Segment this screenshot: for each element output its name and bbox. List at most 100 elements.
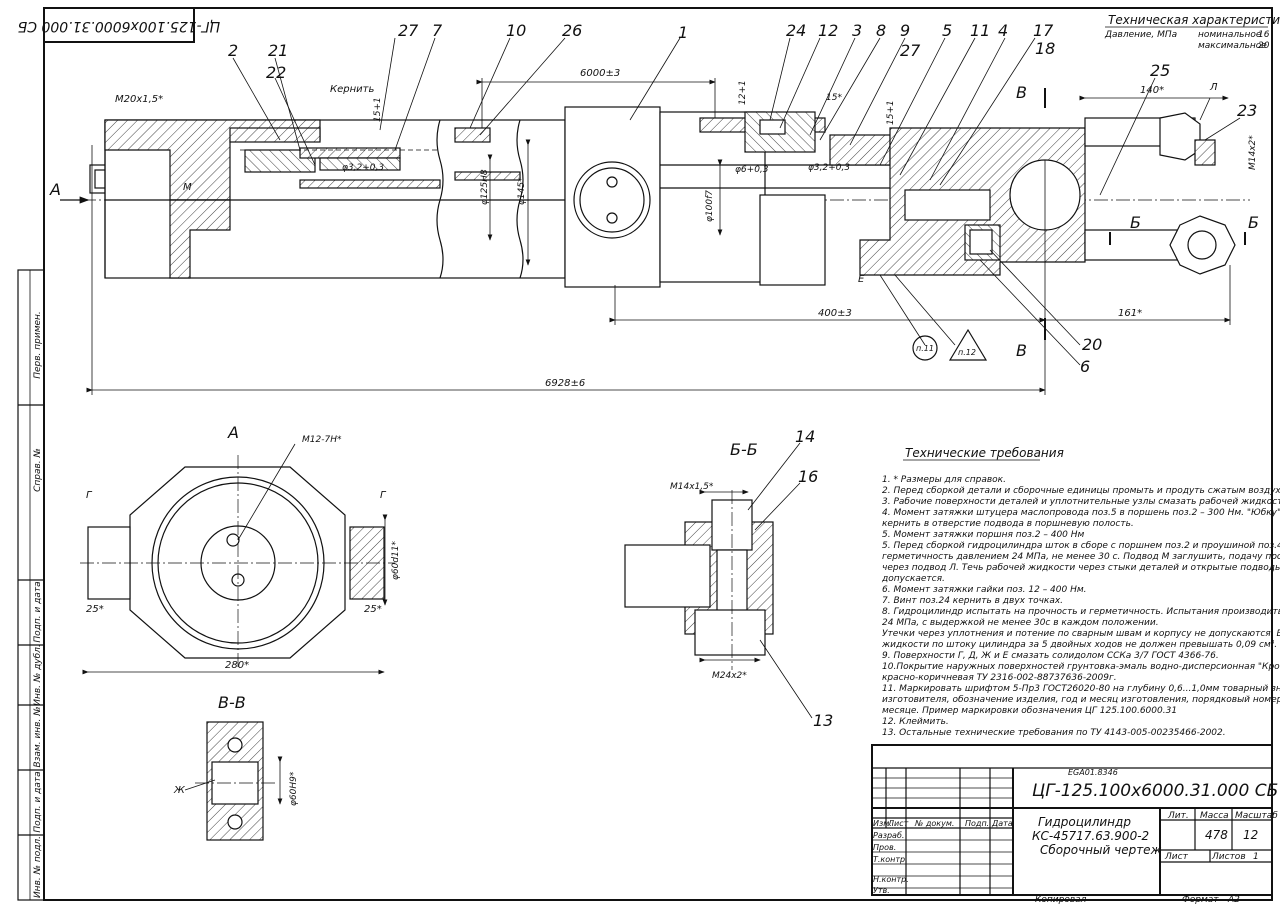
callout-25: 25	[1150, 61, 1170, 80]
dim-m14-main: М14х2*	[1248, 135, 1258, 170]
view-a-d60: φ60d11*	[391, 540, 401, 580]
callout-22: 22	[266, 63, 286, 82]
req-line: через подвод Л. Течь рабочей жидкости че…	[882, 563, 1280, 573]
label-m: М	[183, 182, 192, 193]
callout-4: 4	[998, 21, 1008, 40]
row-tkontr: Т.контр.	[873, 855, 908, 864]
hdr-list: Лист	[887, 819, 909, 828]
req-line: месяце. Пример маркировки обозначения ЦГ…	[882, 706, 1177, 716]
view-a-title: А	[227, 423, 239, 442]
tech-char-nominal-value: 16	[1258, 30, 1270, 40]
callout-3: 3	[852, 21, 862, 40]
callout-27b: 27	[900, 41, 921, 60]
mass-value: 478	[1205, 828, 1228, 842]
title-designation: ЦГ-125.100х6000.31.000 СБ	[1032, 781, 1278, 801]
req-line: 24 МПа, с выдержкой не менее 30с в каждо…	[882, 618, 1159, 628]
req-line: 13. Остальные технические требования по …	[882, 728, 1226, 738]
view-vv-title: В-В	[218, 693, 246, 712]
dim-125: φ125Н8	[480, 169, 490, 205]
callout-2: 2	[228, 41, 238, 60]
req-line: кернить в отверстие подвода в поршневую …	[882, 519, 1134, 529]
callout-7: 7	[432, 21, 443, 40]
dim-6: φ6+0,3	[735, 165, 769, 175]
dim-145: φ145*	[517, 177, 527, 205]
tech-char-label: Давление, МПа	[1104, 30, 1177, 40]
requirements-lines: 1. * Размеры для справок. 2. Перед сборк…	[881, 475, 1280, 738]
hdr-lit: Лит.	[1167, 811, 1189, 821]
side-inv-dubl: Инв. № дубл.	[33, 644, 43, 706]
dim-140: 140*	[1140, 85, 1164, 96]
title-name-3: Сборочный чертеж	[1040, 843, 1162, 857]
callout-10: 10	[506, 21, 526, 40]
view-a-g-left: Г	[86, 490, 93, 501]
view-a-280: 280*	[225, 660, 249, 671]
dim-6928: 6928±6	[545, 378, 585, 389]
row-nkontr: Н.контр.	[873, 875, 909, 884]
callout-26: 26	[562, 21, 582, 40]
view-bb-title: Б-Б	[730, 440, 758, 459]
row-utv: Утв.	[873, 886, 890, 895]
format-value: А2	[1227, 895, 1240, 905]
dim-161: 161*	[1118, 308, 1142, 319]
view-a-m12: М12-7Н*	[302, 435, 342, 445]
label-kernit: Кернить	[330, 84, 374, 95]
note-p12: п.12	[958, 348, 976, 357]
callout-13: 13	[813, 711, 833, 730]
req-line: Утечки через уплотнения и потение по сва…	[882, 629, 1280, 639]
dim-32-b: φ3,2+0,3	[808, 163, 850, 173]
label-e: Е	[858, 274, 865, 285]
copied-label: Копировал	[1035, 895, 1087, 905]
dim-12: 12+1	[738, 80, 748, 105]
tech-char-title: Техническая характеристика	[1108, 13, 1280, 27]
tech-char-max-value: 20	[1258, 41, 1270, 51]
req-line: 12. Клеймить.	[882, 717, 949, 727]
req-line: 11. Маркировать шрифтом 5-Пр3 ГОСТ26020-…	[882, 684, 1280, 694]
callout-5: 5	[942, 21, 952, 40]
section-b-left: Б	[1130, 213, 1141, 232]
row-razrab: Разраб.	[873, 831, 904, 840]
side-strip: Перв. примен. Справ. № Подп. и дата Инв.…	[17, 269, 45, 901]
side-sprav: Справ. №	[33, 448, 43, 492]
callout-24: 24	[786, 21, 806, 40]
callout-18: 18	[1035, 39, 1055, 58]
req-line: 6. Момент затяжки гайки поз. 12 – 400 Нм…	[882, 585, 1087, 595]
callout-1: 1	[678, 23, 688, 42]
side-vzam: Взам. инв. №	[33, 706, 43, 767]
view-bb-m14: М14х1,5*	[670, 482, 714, 492]
main-view-labels: 2 21 22 27 7 10 26 1 24 12 3 8 9 27 5 11…	[49, 21, 1259, 389]
section-b-right: Б	[1248, 213, 1259, 232]
callout-23: 23	[1237, 101, 1257, 120]
row-prov: Пров.	[873, 843, 896, 852]
label-l: Л	[1209, 82, 1218, 93]
scale-value: 12	[1243, 828, 1258, 842]
callout-20: 20	[1082, 335, 1102, 354]
dim-15-c: 15+1	[886, 100, 896, 125]
callout-6: 6	[1080, 357, 1090, 376]
view-vv-zh: Ж	[173, 785, 186, 796]
view-a-g-right: Г	[380, 490, 387, 501]
hdr-izm: Изм.	[873, 819, 892, 828]
req-line: 10.Покрытие наружных поверхностей грунто…	[882, 662, 1280, 672]
req-line: 8. Гидроцилиндр испытать на прочность и …	[882, 607, 1280, 617]
section-v-bottom: В	[1016, 341, 1027, 360]
req-line: красно-коричневая ТУ 2316-002-88737636-2…	[882, 673, 1117, 683]
side-podp2: Подп. и дата	[33, 771, 43, 832]
view-a-25-right: 25*	[364, 604, 382, 615]
title-tag: EGA01.8346	[1068, 768, 1118, 777]
req-line: 1. * Размеры для справок.	[882, 475, 1006, 485]
title-name-1: Гидроцилиндр	[1038, 815, 1131, 829]
dim-100: φ100f7	[705, 190, 715, 222]
rotated-stamp: ЦГ-125.100х6000.31.000 СБ	[18, 7, 220, 43]
req-line: 3. Рабочие поверхности деталей и уплотни…	[882, 497, 1280, 507]
view-vv: В-В Ж φ60Н9*	[173, 693, 299, 841]
dim-15-b: 15*	[826, 93, 842, 103]
view-vv-d60: φ60Н9*	[289, 771, 299, 806]
title-block: EGA01.8346 ЦГ-125.100х6000.31.000 СБ Гид…	[871, 744, 1278, 905]
dim-32-a: φ3,2+0,3	[342, 163, 384, 173]
tech-char-nominal-label: номинальное	[1198, 30, 1262, 40]
req-line: 9. Поверхности Г, Д, Ж и Е смазать солид…	[882, 651, 1219, 661]
technical-requirements: Технические требования 1. * Размеры для …	[881, 446, 1280, 738]
req-line: 5. Момент затяжки поршня поз.2 – 400 Нм	[882, 530, 1085, 540]
req-line: 5. Перед сборкой гидроцилиндра шток в сб…	[882, 541, 1280, 551]
